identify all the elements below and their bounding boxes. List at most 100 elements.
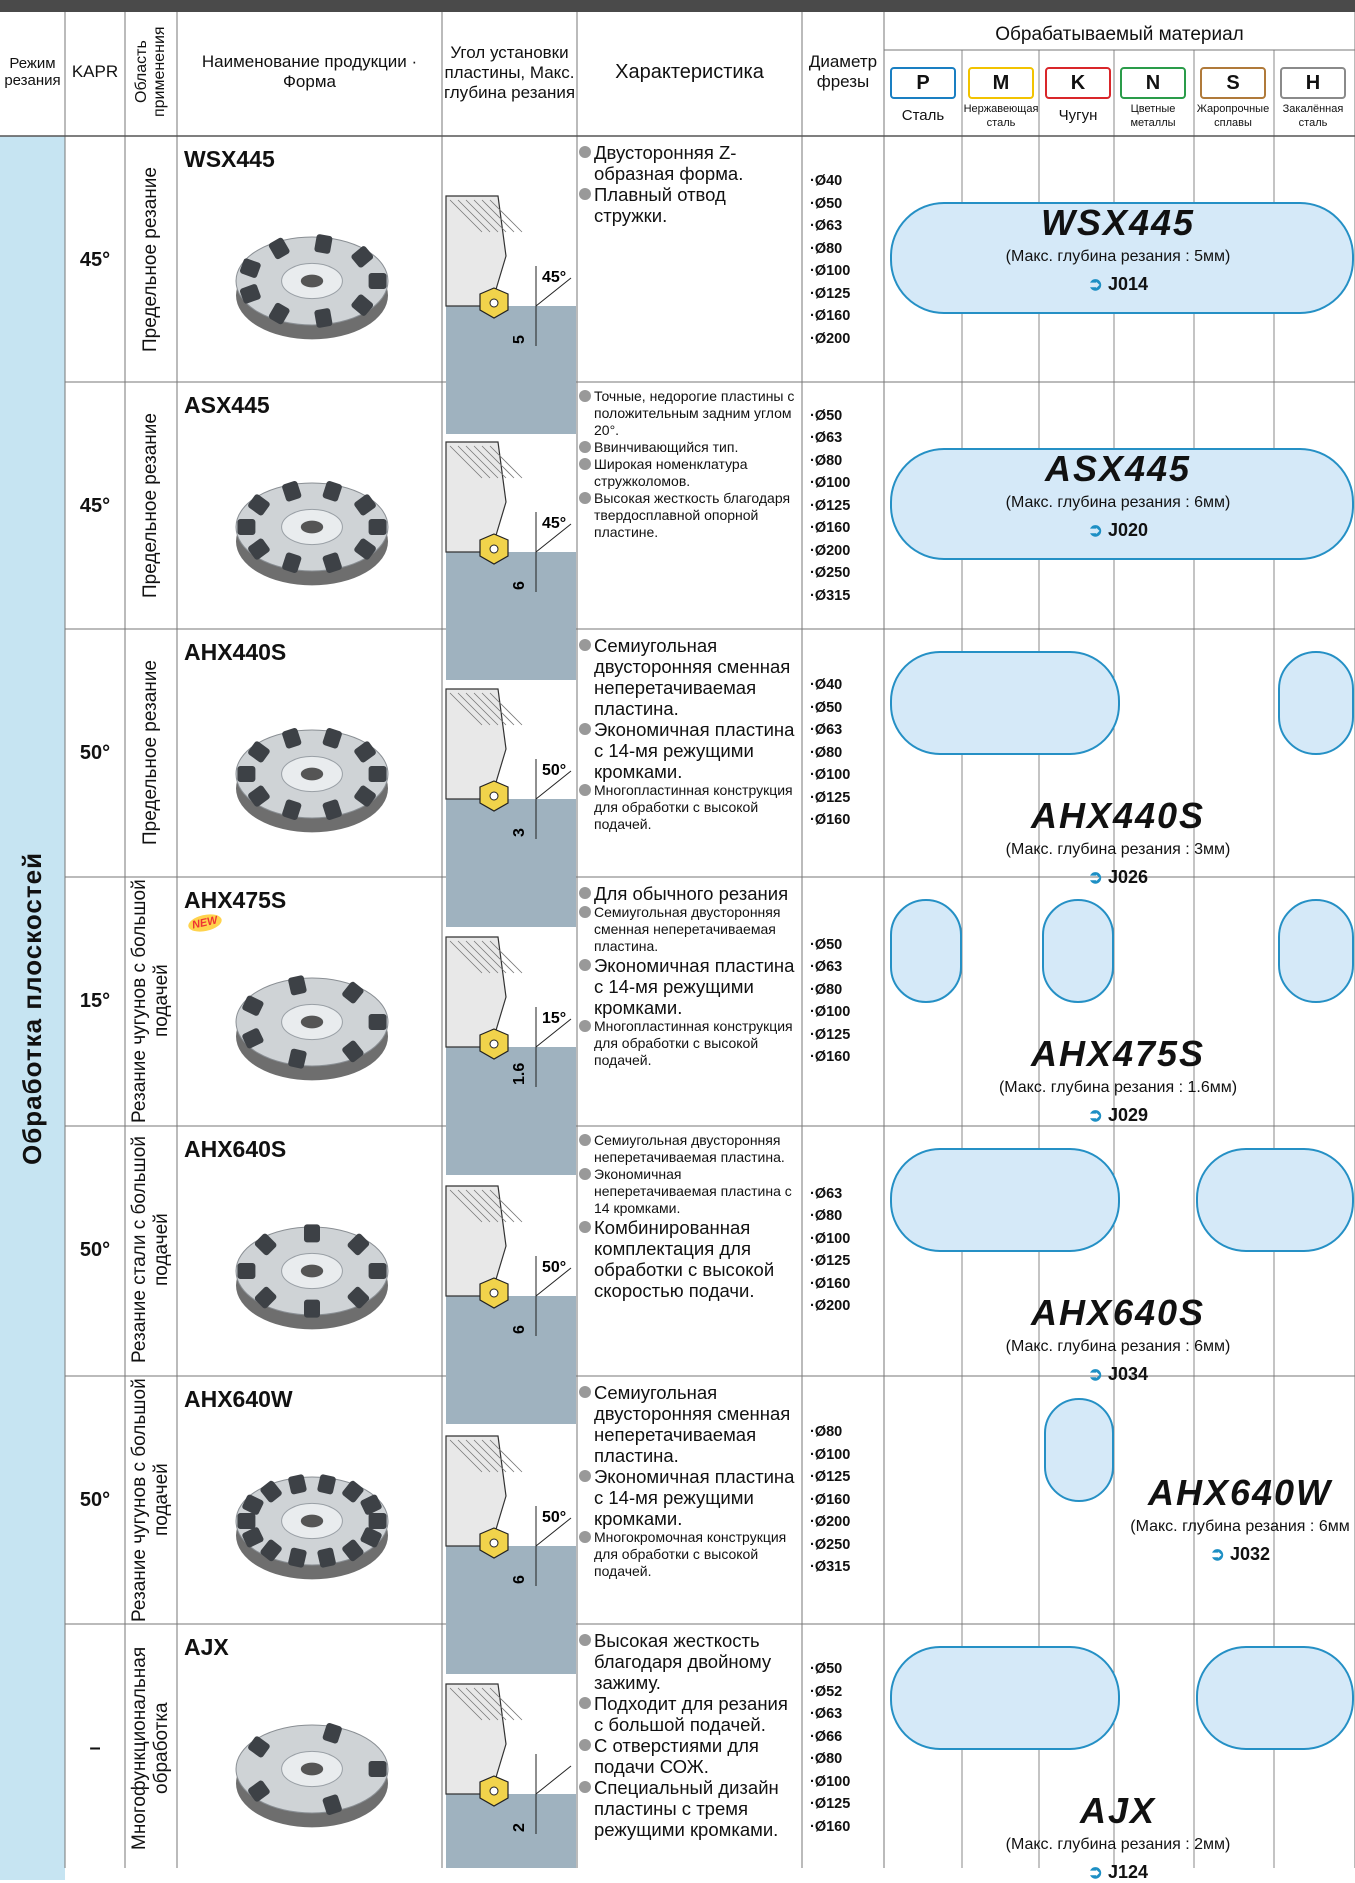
cutter-insert [322,552,342,574]
feature-text: Экономичная пластина с 14-мя режущими кр… [594,719,795,782]
cutter-bore [300,1015,324,1029]
feature-text: Высокая жесткость благодаря двойному заж… [594,1630,772,1693]
kapr-value: 45° [79,248,111,271]
kapr-value: 50° [79,1238,111,1261]
diameter-item: ·Ø63 [810,959,843,975]
hatch-line [473,940,507,974]
feature-item: Комбинированная комплектация для обработ… [579,1217,799,1301]
cutter-bore [300,1514,324,1528]
pill-title: ASX445 [1044,448,1192,489]
diameter-item: ·Ø66 [810,1728,843,1745]
cutter-insert [237,1512,256,1530]
product-name: ASX445 [184,392,270,418]
bullet-icon [579,390,591,402]
max-depth-note: (Макс. глубина резания : 3мм) [948,841,1288,859]
page-reference-link[interactable]: ➲ J026 [1018,867,1218,888]
feature-text: Семиугольная двусторонняя сменная непере… [594,1382,791,1466]
application-area: Предельное резание [140,413,161,599]
feature-item: Семиугольная двусторонняя сменная непере… [579,635,799,719]
reference-code: J014 [1108,274,1149,294]
max-depth-note: (Макс. глубина резания : 1.6мм) [948,1079,1288,1097]
depth-prefix: (Макс. глубина резания : [1005,1338,1195,1355]
arrow-right-icon: ➲ [1087,1364,1109,1384]
depth-prefix: (Макс. глубина резания : [1005,248,1195,265]
feature-item: Семиугольная двусторонняя сменная непере… [579,1382,799,1466]
cutter-hub [281,1252,343,1290]
angle-label: 15° [542,1010,566,1027]
cutter-insert [260,1480,282,1503]
cutter-insert [248,494,270,516]
hatch-line [481,1189,515,1223]
header-kapr: KAPR [71,62,119,81]
cutter-bore [300,520,324,534]
material-pill [890,448,1354,560]
workpiece [446,1296,576,1424]
page-reference-link[interactable]: ➲ J020 [1018,520,1218,541]
page-reference-link[interactable]: ➲ J034 [1018,1364,1218,1385]
cutter-insert [360,1527,382,1548]
diameter-item: ·Ø80 [810,240,843,257]
cutter-insert [351,246,374,268]
kapr-value: 50° [79,1488,111,1511]
new-badge: NEW [186,911,223,935]
cutter-face [235,1226,389,1316]
hatch-line [465,1439,499,1473]
diameter-item: ·Ø50 [810,699,843,716]
cutter-hub [281,262,343,300]
application-area: Резание чугунов с большой подачей [129,1378,172,1622]
arrow-right-icon: ➲ [1087,1862,1109,1882]
feature-item: Двусторонняя Z-образная форма. [579,142,799,184]
diameter-item: ·Ø125 [810,285,851,302]
tool-holder [445,688,507,800]
hatch-line [473,1189,507,1223]
diameter-item: ·Ø125 [810,1469,851,1486]
diameter-item: ·Ø50 [810,936,843,953]
insert-screw [489,1288,499,1298]
material-pill [1278,651,1354,755]
material-name-n: Цветные металлы [1130,103,1176,129]
max-depth-note: (Макс. глубина резания : 6мм) [948,494,1288,512]
bullet-icon [579,1470,591,1482]
cutter-insert [282,480,302,502]
hatch-line [473,1439,507,1473]
material-pill [890,1148,1120,1252]
cutter-hub [281,1750,343,1788]
hatch-line [449,1687,483,1721]
material-code-p: P [890,67,956,99]
cutter-insert [322,480,342,502]
page-reference-link[interactable]: ➲ J124 [1018,1862,1218,1883]
cutter-face [235,1476,389,1566]
tool-holder [445,1683,507,1795]
hatch-line [465,1687,499,1721]
diameter-item: ·Ø100 [810,1446,851,1463]
hatch-line [449,940,483,974]
diameter-item: ·Ø40 [810,677,843,694]
top-rule [0,0,1355,12]
bullet-icon [579,1134,591,1146]
page-reference-link[interactable]: ➲ J029 [1018,1105,1218,1126]
hatch-line [465,940,499,974]
hatch-line [473,445,507,479]
reference-code: J034 [1108,1364,1149,1384]
page-reference-link[interactable]: ➲ J014 [1018,274,1218,295]
depth-prefix: (Макс. глубина резания : [1005,1836,1195,1853]
diameter-item: ·Ø80 [810,1424,843,1441]
arrow-right-icon: ➲ [1087,1105,1109,1125]
cutter-insert [242,1527,264,1548]
material-code-s: S [1200,67,1266,99]
cutter-insert [368,519,387,535]
feature-item: Многопластинная конструкция для обработк… [579,1018,799,1069]
hatch-line [481,940,515,974]
product-name: AHX640S [184,1136,287,1162]
cutter-insert [288,1048,307,1069]
angle-diagram: 50°6 [445,1185,576,1424]
diameter-item: ·Ø100 [810,1004,851,1020]
cutter-body-shadow [236,497,388,586]
page-reference-link[interactable]: ➲ J032 [1140,1544,1340,1565]
workpiece [446,306,576,434]
feature-item: Высокая жесткость благодаря двойному заж… [579,1630,799,1693]
diameter-item: ·Ø125 [810,497,851,514]
diameter-item: ·Ø63 [810,218,843,234]
tool-holder [445,195,507,307]
